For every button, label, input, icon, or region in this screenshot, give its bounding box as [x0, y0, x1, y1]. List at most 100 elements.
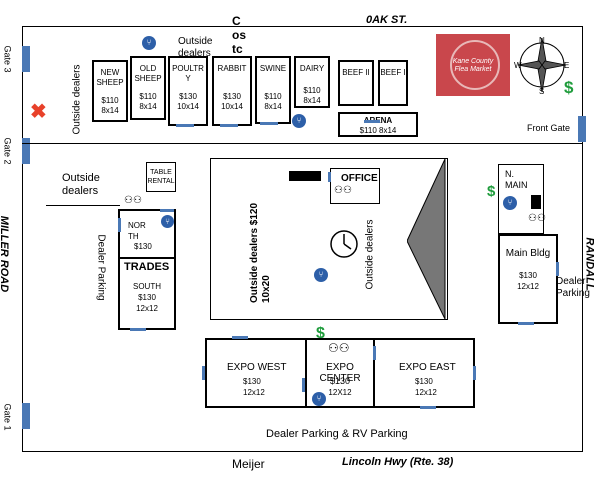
barn-name: SWINE [259, 64, 287, 73]
meijer-label: Meijer [232, 457, 265, 471]
north-main-black-marker [531, 195, 541, 209]
compass-n: N [539, 36, 545, 45]
expo-center-price: $130 [329, 376, 351, 386]
restroom-icon: ⚇⚇ [328, 341, 350, 355]
expo-divider-west [305, 340, 307, 406]
gate-2-marker[interactable] [22, 138, 30, 164]
dealer-parking-right-label: Dealer Parking [556, 276, 590, 299]
logo-text: Kane County Flea Market [452, 58, 494, 73]
boundary-right [582, 26, 583, 452]
barn-size: 10x14 [221, 102, 243, 111]
expo-door [373, 346, 376, 360]
restroom-icon: ⚇⚇ [124, 195, 142, 206]
dollar-icon: $ [487, 183, 496, 200]
food-icon: ⑂ [314, 268, 328, 282]
food-icon: ⑂ [292, 114, 306, 128]
office-building[interactable]: OFFICE [330, 168, 380, 204]
trades-north-price: $130 [134, 242, 152, 251]
barn-door [176, 124, 194, 127]
dealer-fence [46, 205, 120, 206]
compass-s: S [539, 87, 544, 96]
oak-st-label: 0AK ST. [366, 14, 408, 26]
gate-3-marker[interactable] [22, 46, 30, 72]
gate-3-label: Gate 3 [2, 45, 13, 73]
barn-7[interactable]: BEEF II [338, 60, 374, 106]
barn-size: 10x14 [177, 102, 199, 111]
barn-door [260, 122, 278, 125]
randall-label: RANDALL [583, 237, 596, 291]
expo-west-price: $130 [243, 377, 261, 386]
outside-dealers-left-label: Outside dealers [71, 64, 83, 135]
barn-price: $110 [303, 86, 321, 95]
barn-name: DAIRY [299, 64, 325, 73]
table-rental-building[interactable]: TABLE RENTAL [146, 162, 176, 192]
main-bldg-size: 12x12 [517, 282, 539, 291]
barn-price: $110 [139, 92, 157, 101]
barn-size: 8x14 [101, 106, 119, 115]
barn-name: RABBIT [217, 64, 247, 73]
main-bldg-door-east [556, 262, 559, 276]
expo-east-price: $130 [415, 377, 433, 386]
compass-rose-icon: N S W E [514, 36, 569, 96]
trades-north-name: NORTH [128, 221, 146, 241]
no-entry-icon: ✖ [30, 101, 47, 123]
barn-door [220, 124, 238, 127]
expo-door [232, 336, 248, 339]
clock-icon [330, 230, 358, 258]
main-bldg-price: $130 [519, 271, 537, 280]
main-building[interactable]: Main Bldg $130 12x12 [498, 234, 558, 324]
compass-w: W [514, 61, 522, 70]
barn-name: BEEF II [342, 68, 370, 77]
main-bldg-name: Main Bldg [505, 248, 551, 259]
expo-door [473, 366, 476, 380]
barn-name: NEW SHEEP [96, 68, 124, 87]
trades-south-name: SOUTH [133, 282, 161, 291]
expo-door [202, 366, 205, 380]
office-door [328, 172, 331, 182]
north-main-label: N. MAIN [505, 169, 528, 190]
lincoln-hwy-label: Lincoln Hwy (Rte. 38) [342, 456, 454, 468]
barn-price: $130 [223, 92, 241, 101]
arena-detail: $110 8x14 [359, 126, 397, 135]
expo-east-name: EXPO EAST [399, 362, 456, 373]
food-icon: ⑂ [161, 215, 174, 228]
center-dealers-label: Outside dealers $120 10x20 [249, 202, 272, 303]
miller-road-label: MILLER ROAD [0, 215, 11, 293]
dealer-parking-left-label: Dealer Parking [95, 234, 107, 301]
gate-1-marker[interactable] [22, 403, 30, 429]
expo-west-size: 12x12 [243, 388, 265, 397]
stage-triangle-icon [407, 159, 446, 319]
trades-title: TRADES [124, 261, 170, 273]
trades-building[interactable]: NORTH $130 TRADES SOUTH $130 12x12 [118, 209, 176, 330]
barn-name: OLD SHEEP [134, 64, 162, 83]
expo-center-name: EXPO CENTER [319, 362, 361, 384]
barn-price: $130 [179, 92, 197, 101]
trades-door-north [160, 209, 174, 212]
trades-divider [120, 257, 174, 259]
barn-size: 8x14 [264, 102, 282, 111]
logo-ring [450, 40, 500, 90]
barn-name: POULTRY [172, 64, 204, 83]
dollar-icon: $ [564, 78, 574, 97]
flea-market-logo: Kane County Flea Market [436, 34, 510, 96]
front-gate-marker[interactable] [578, 116, 586, 142]
arena-door [364, 120, 380, 123]
outside-dealers-mid-label: Outside dealers [62, 172, 100, 197]
expo-door [420, 406, 436, 409]
outside-dealers-top-label: Outside dealers [178, 36, 213, 59]
boundary-left [22, 26, 23, 452]
barn-size: 8x14 [139, 102, 157, 111]
trades-door-west [118, 218, 121, 232]
food-icon: ⑂ [312, 392, 326, 406]
barn-8[interactable]: BEEF I [378, 60, 408, 106]
outside-dealers-field[interactable]: Outside dealers $120 10x20 Outside deale… [210, 158, 448, 320]
barn-name: BEEF I [380, 68, 406, 77]
arena-building[interactable]: ARENA $110 8x14 [338, 112, 418, 137]
gate-2-label: Gate 2 [2, 137, 13, 165]
